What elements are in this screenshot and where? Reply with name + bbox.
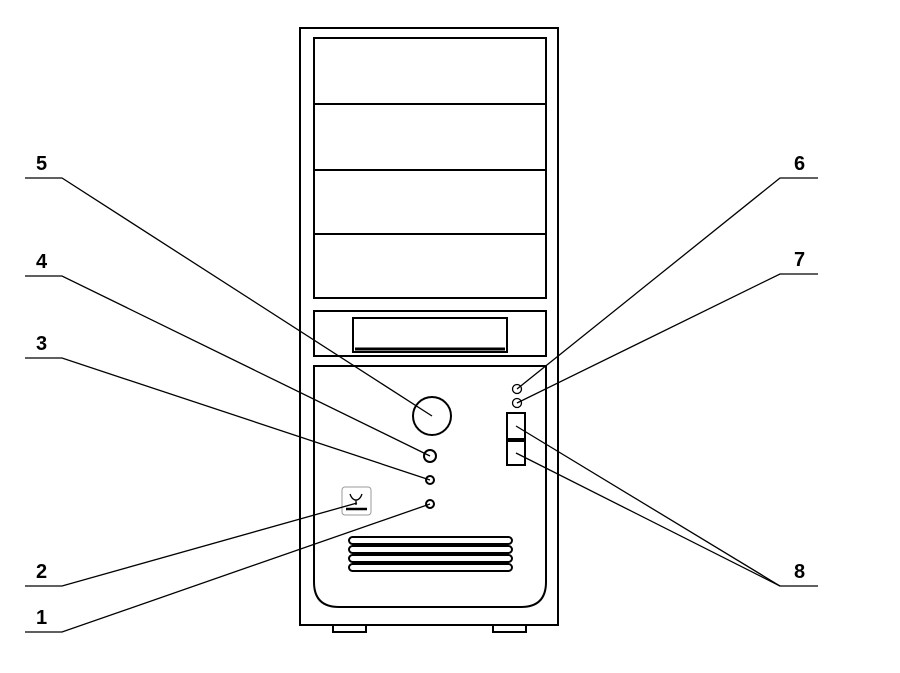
callouts: 5 4 3 2 1 6 7 8: [25, 153, 818, 633]
foot: [332, 624, 367, 633]
reset-button: [423, 449, 437, 463]
audio-port: [511, 383, 523, 395]
label-2: 2: [36, 561, 47, 583]
logo: [341, 486, 372, 516]
optical-drive-slot: [352, 317, 508, 353]
audio-port: [511, 397, 523, 409]
foot: [492, 624, 527, 633]
optical-bay: [313, 310, 547, 357]
case: [299, 27, 559, 633]
power-button: [412, 396, 452, 436]
vent-grille: [348, 536, 513, 572]
drive-bays: [313, 37, 547, 299]
label-3: 3: [36, 333, 47, 355]
label-8: 8: [794, 561, 805, 583]
label-5: 5: [36, 153, 47, 175]
label-6: 6: [794, 153, 805, 175]
front-panel: [313, 365, 547, 608]
case-body: [299, 27, 559, 626]
usb-port: [506, 440, 526, 466]
usb-port: [506, 412, 526, 440]
label-7: 7: [794, 249, 805, 271]
led-indicator: [425, 499, 435, 509]
label-4: 4: [36, 251, 48, 273]
label-1: 1: [36, 607, 47, 629]
led-indicator: [425, 475, 435, 485]
